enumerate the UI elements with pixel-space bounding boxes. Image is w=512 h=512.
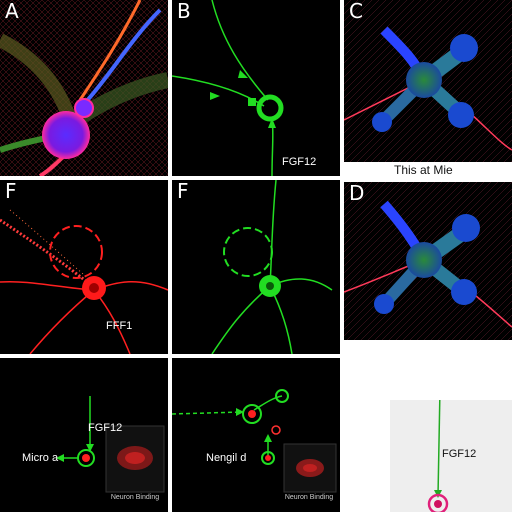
- panel-d-label: D: [349, 182, 365, 205]
- panel-h: Nengil d Neuron Binding: [172, 358, 340, 512]
- panel-a-illustration: [0, 0, 168, 176]
- panel-g-inset-caption: Neuron Binding: [110, 494, 160, 501]
- panel-e: F FFF1: [0, 180, 168, 354]
- panel-c-label: C: [349, 0, 363, 23]
- panel-a-label: A: [5, 0, 19, 23]
- panel-d: D: [344, 182, 512, 340]
- panel-c-illustration: [344, 0, 512, 162]
- panel-g-illustration: [56, 396, 165, 493]
- panel-h-inset-caption: Neuron Binding: [284, 494, 334, 501]
- panel-g-side-label: Micro a: [22, 452, 59, 464]
- panel-h-illustration: [172, 389, 337, 493]
- panel-e-illustration: [0, 209, 168, 354]
- panel-c-caption: This at Mie: [394, 163, 453, 177]
- panel-b: B FGF12: [172, 0, 340, 176]
- panel-b-illustration: [172, 0, 284, 176]
- panel-b-annotation: FGF12: [282, 156, 317, 168]
- panel-e-annotation: FFF1: [106, 320, 133, 332]
- panel-g: FGF12 Micro a Neuron Binding: [0, 358, 168, 512]
- panel-b-label: B: [177, 0, 191, 23]
- panel-d-illustration: [344, 182, 512, 340]
- panel-f: F: [172, 180, 340, 354]
- panel-f-illustration: [211, 180, 333, 354]
- panel-f-label: F: [177, 180, 189, 203]
- panel-e-label: F: [5, 180, 17, 203]
- panel-h-side-label: Nengil d: [206, 452, 247, 464]
- panel-g-annotation: FGF12: [88, 422, 123, 434]
- panel-c: C: [344, 0, 512, 162]
- panel-i-illustration: [427, 400, 449, 512]
- panel-i: FGF12: [390, 400, 512, 512]
- panel-a: A: [0, 0, 168, 176]
- panel-i-annotation: FGF12: [442, 448, 477, 460]
